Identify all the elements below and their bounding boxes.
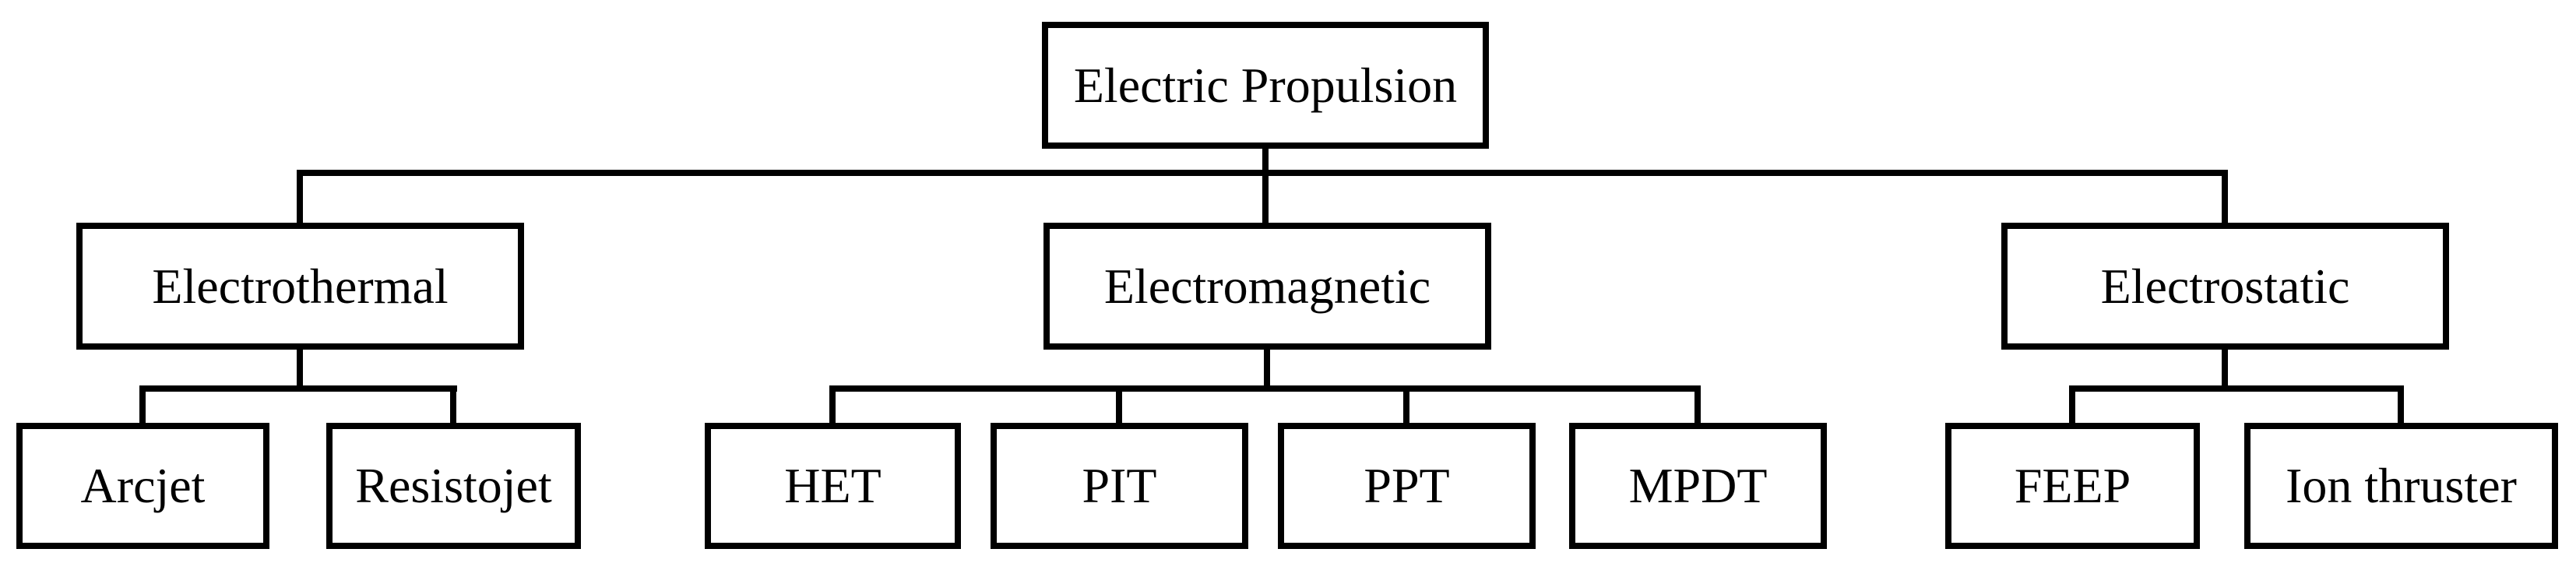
connector-electrostatic-drop xyxy=(2222,170,2228,227)
connector-het-drop xyxy=(829,385,836,428)
node-mpdt: MPDT xyxy=(1569,423,1827,549)
node-het: HET xyxy=(705,423,961,549)
connector-resistojet-drop xyxy=(450,385,456,428)
node-resistojet: Resistojet xyxy=(326,423,581,549)
connector-electrothermal-drop xyxy=(297,170,303,227)
node-electric-propulsion: Electric Propulsion xyxy=(1042,22,1489,149)
connector-root-stem xyxy=(1262,146,1269,226)
connector-group3-rail xyxy=(2069,385,2404,392)
connector-electrothermal-stem xyxy=(297,345,303,392)
node-ppt: PPT xyxy=(1278,423,1536,549)
connector-ppt-drop xyxy=(1403,385,1409,428)
connector-electrostatic-stem xyxy=(2222,345,2228,392)
node-pit: PIT xyxy=(991,423,1248,549)
connector-arcjet-drop xyxy=(139,385,146,428)
connector-pit-drop xyxy=(1116,385,1122,428)
connector-electromagnetic-stem xyxy=(1264,345,1270,392)
connector-mpdt-drop xyxy=(1694,385,1701,428)
node-arcjet: Arcjet xyxy=(16,423,269,549)
node-electrostatic: Electrostatic xyxy=(2001,223,2449,350)
connector-group1-rail xyxy=(139,385,457,392)
node-electrothermal: Electrothermal xyxy=(76,223,524,350)
node-ion-thruster: Ion thruster xyxy=(2244,423,2558,549)
node-feep: FEEP xyxy=(1945,423,2200,549)
connector-level2-rail xyxy=(297,170,2228,176)
node-electromagnetic: Electromagnetic xyxy=(1043,223,1491,350)
connector-ion-thruster-drop xyxy=(2398,385,2404,428)
connector-group2-rail xyxy=(829,385,1701,392)
connector-feep-drop xyxy=(2069,385,2075,428)
